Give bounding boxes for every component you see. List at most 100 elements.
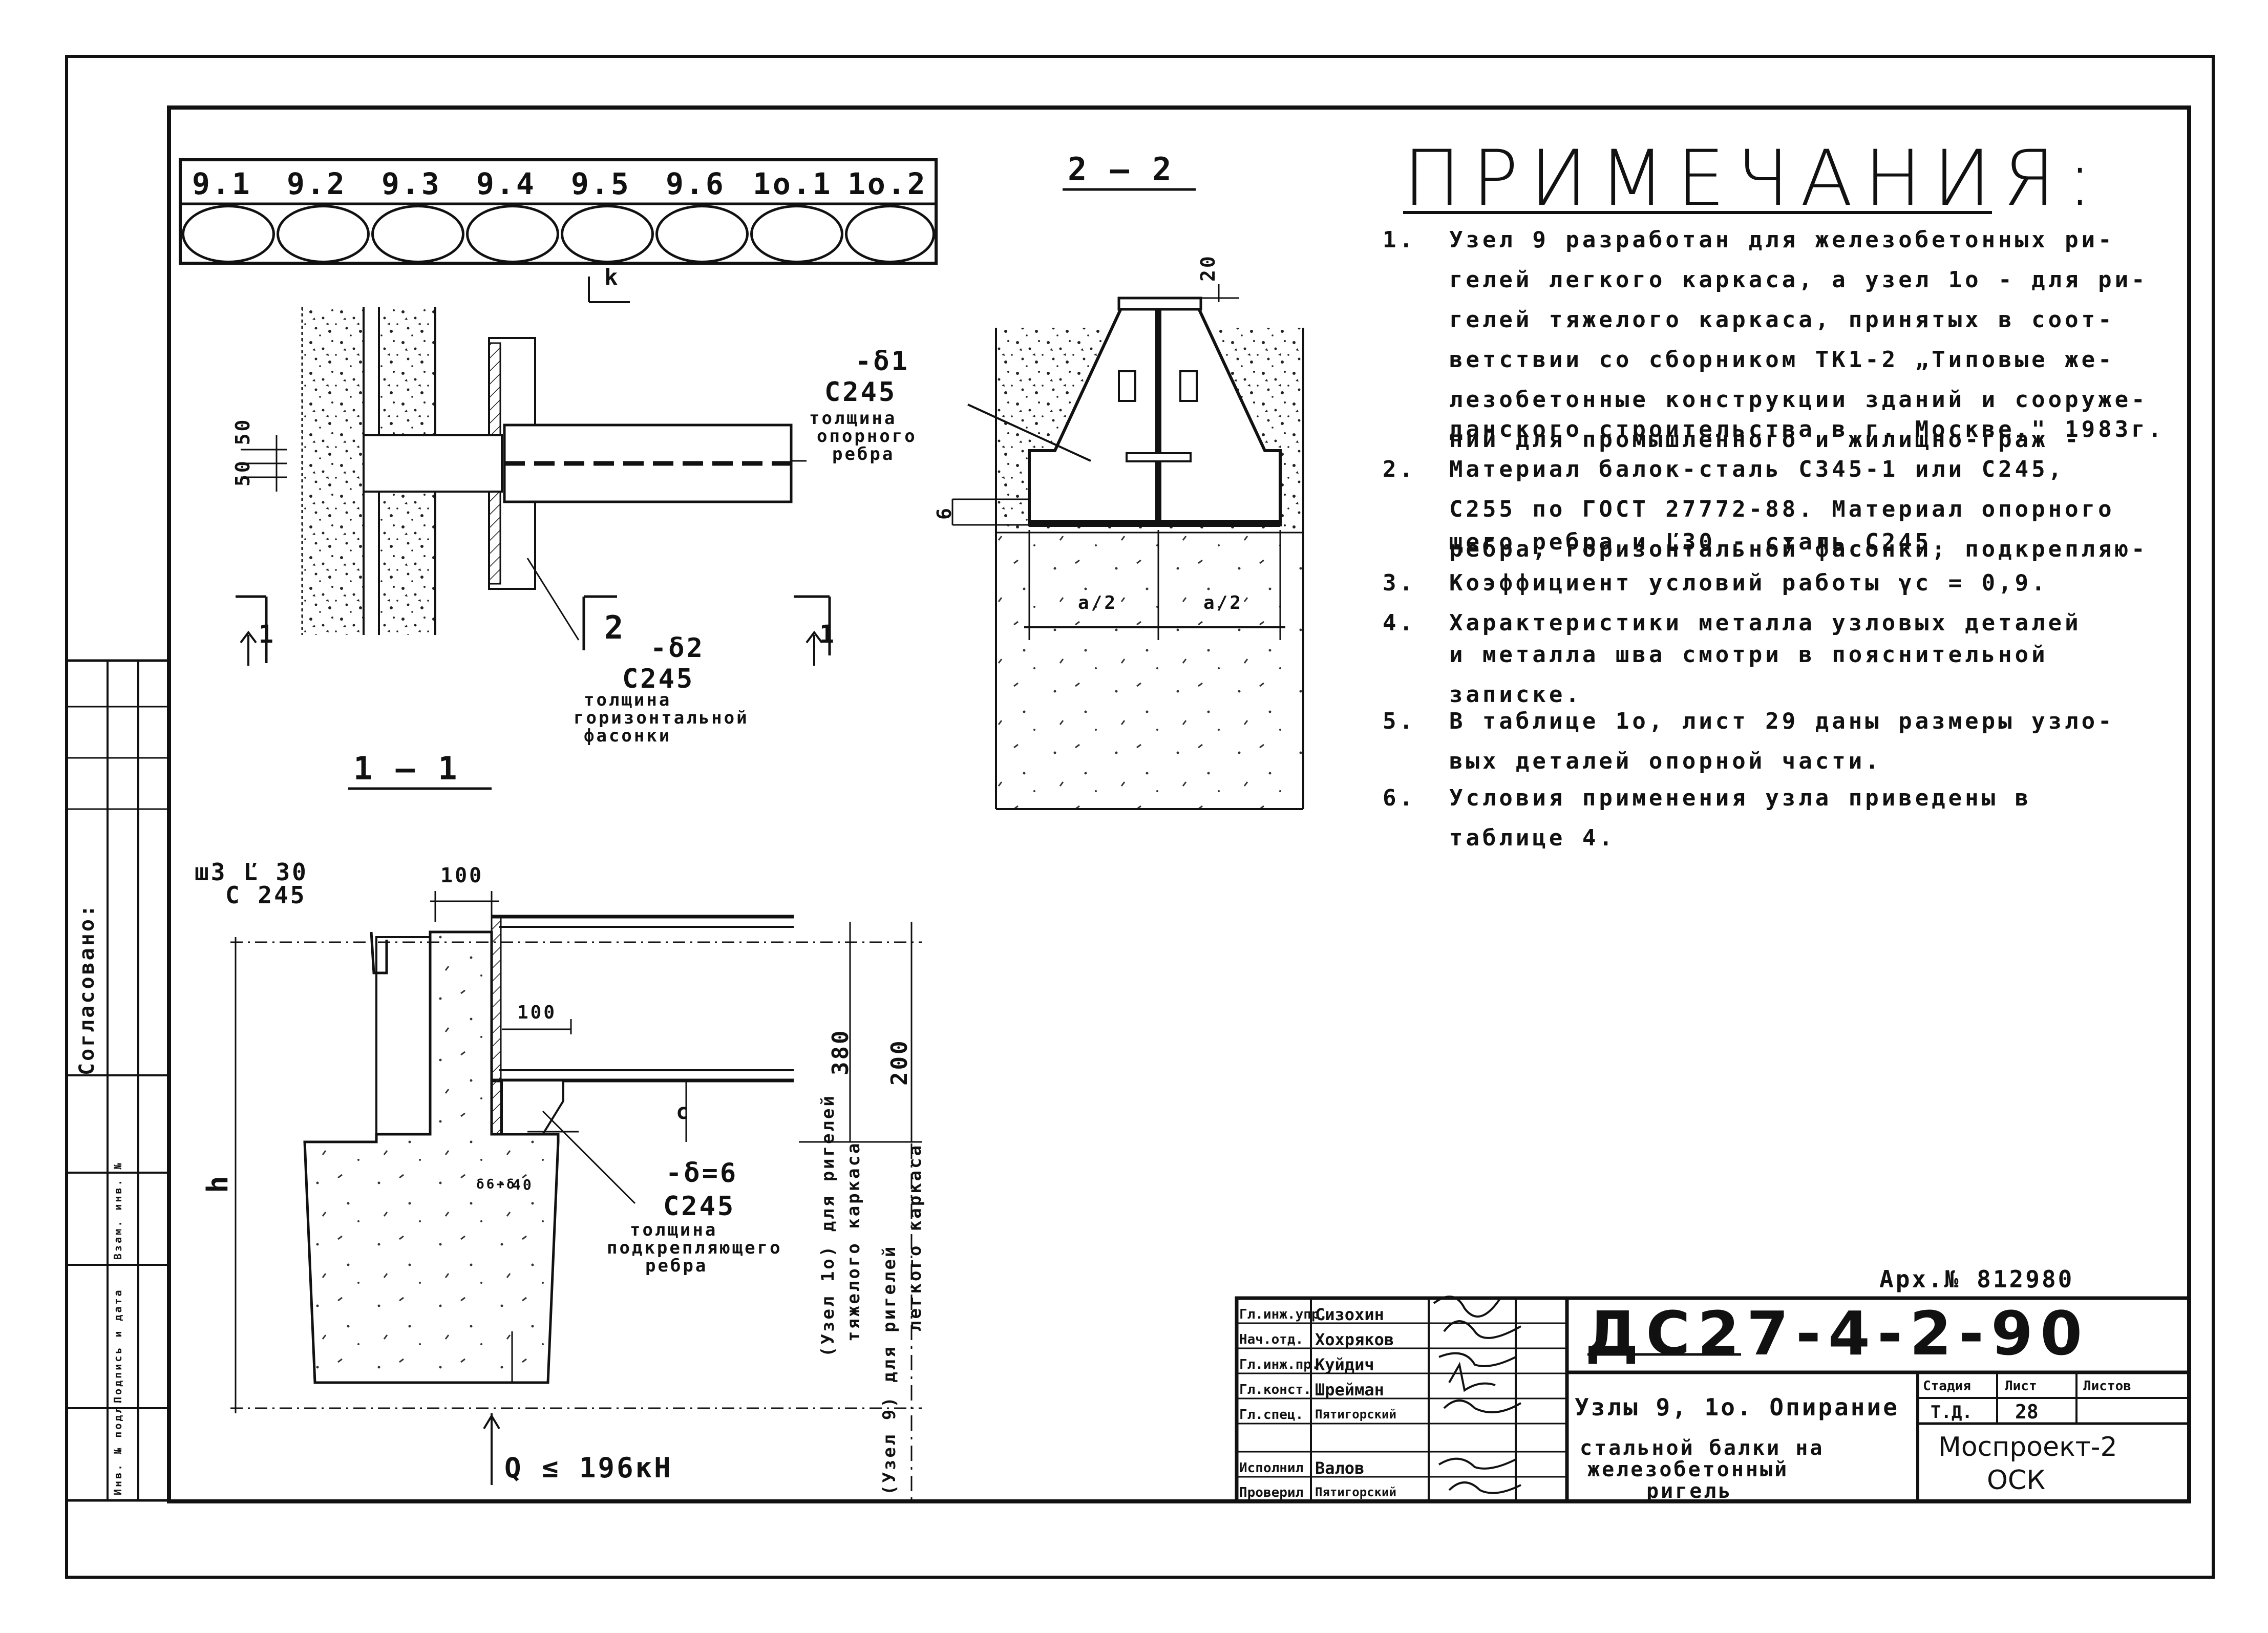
side-stamp-cell-3: Взам. инв. № (112, 1161, 124, 1260)
archive-number: Арх.№ 812980 (1879, 1265, 2074, 1293)
plate-d6-steel: C245 (663, 1191, 736, 1222)
notes-title: ПРИМЕЧАНИЯ: (1403, 134, 2104, 223)
organization-1: Моспроект-2 (1938, 1432, 2117, 1462)
weld-steel: C 245 (225, 881, 307, 909)
title-block (1235, 1296, 2191, 1503)
name-1: Сизохин (1315, 1305, 1384, 1324)
load-label: Q ≤ 196кН (504, 1452, 673, 1484)
index-tab-grid (179, 158, 938, 265)
dim-50-50: 50 50 (231, 417, 254, 486)
plate-d1-desc-3: ребра (832, 444, 895, 464)
index-tab-8: 1o.2 (847, 166, 927, 201)
vertical-note-1a: (Узел 1о) для ригелей (818, 1094, 838, 1357)
sheet-value: 28 (2015, 1401, 2039, 1423)
index-circle (750, 205, 843, 263)
role-7: Исполнил (1239, 1460, 1304, 1476)
section-2-2-title: 2 — 2 (1068, 151, 1174, 188)
cut-mark-1-right: 1 (819, 620, 836, 649)
index-tab-6: 9.6 (666, 166, 726, 201)
dim-small: δ6+δ (476, 1177, 517, 1192)
index-tab-3: 9.3 (381, 166, 441, 201)
index-circle (561, 205, 654, 263)
note-6: 6. Условия применения узла приведены в т… (1383, 785, 2032, 851)
side-stamp (65, 659, 171, 1502)
plate-d2-desc-3: фасонки (584, 726, 672, 746)
plate-d1-desc-2: опорного (817, 426, 917, 447)
plate-d6-desc-1: толщина (630, 1220, 718, 1240)
name-8: Пятигорский (1315, 1485, 1396, 1499)
dim-200: 200 (886, 1038, 913, 1086)
index-circle (466, 205, 559, 263)
name-7: Валов (1315, 1458, 1365, 1478)
note-1: 1. Узел 9 разработан для железобетонных … (1383, 227, 2148, 453)
role-1: Гл.инж.упр. (1239, 1307, 1328, 1322)
dim-40: 40 (512, 1176, 534, 1193)
plate-d2-desc-1: толщина (584, 690, 672, 710)
vertical-note-1b: тяжелого каркаса (843, 1141, 864, 1342)
plate-d2-label: -δ2 (650, 633, 705, 664)
index-circle (182, 205, 275, 263)
weld-label: ш3 Ľ 30 (195, 858, 308, 886)
plate-d2-steel: C245 (622, 664, 695, 694)
section-1-1-title: 1 — 1 (353, 750, 459, 787)
dim-h: h (201, 1174, 235, 1193)
side-stamp-agreed: Согласовано: (75, 903, 99, 1075)
name-3: Куйдич (1315, 1355, 1374, 1374)
cut-mark-2-top: k (604, 264, 620, 290)
title-line-4: ригель (1646, 1479, 1733, 1503)
note-3-4: 3. Коэффициент условий работы γc = 0,9. … (1383, 570, 2082, 636)
name-4: Шрейман (1315, 1380, 1384, 1399)
dim-a2-left: a/2 (1078, 592, 1118, 613)
sheet-header: Лист (2005, 1378, 2037, 1394)
role-8: Проверил (1239, 1485, 1304, 1500)
index-tab-1: 9.1 (192, 166, 252, 201)
dim-c: c (676, 1099, 691, 1124)
index-tab-2: 9.2 (287, 166, 347, 201)
role-2: Нач.отд. (1239, 1332, 1304, 1347)
dim-a2-right: a/2 (1203, 592, 1243, 613)
index-circle (655, 205, 749, 263)
index-circle (277, 205, 370, 263)
name-2: Хохряков (1315, 1330, 1394, 1349)
side-stamp-cell-2: Подпись и дата (112, 1288, 124, 1403)
role-3: Гл.инж.пр. (1239, 1357, 1320, 1372)
title-line-1: Узлы 9, 1о. Опирание (1575, 1393, 1899, 1421)
title-line-2: стальной балки на (1580, 1436, 1825, 1460)
section-2-2 (951, 188, 1304, 810)
plate-d1-label: -δ1 (855, 346, 909, 377)
section-1-1 (230, 787, 922, 1500)
document-code: ДС27-4-2-90 (1585, 1298, 2090, 1369)
index-circle (371, 205, 464, 263)
note-2: данского строительства в г. Москве," 198… (1383, 416, 2165, 562)
plate-d6-desc-3: ребра (645, 1256, 708, 1276)
cut-mark-2: 2 (604, 609, 626, 646)
plate-d6-label: -δ=6 (666, 1158, 738, 1189)
note-2-cont: щего ребра и Ľ30 - сталь С245. (1383, 529, 1948, 555)
index-circle (845, 205, 935, 263)
stage-value: Т.Д. (1931, 1402, 1973, 1423)
note-4-cont: и металла шва смотри в пояснительной зап… (1449, 642, 2048, 708)
title-line-3: железобетонный (1587, 1458, 1789, 1481)
plate-d6-desc-2: подкрепляющего (607, 1238, 782, 1258)
index-tab-4: 9.4 (476, 166, 536, 201)
index-tab-5: 9.5 (571, 166, 631, 201)
side-stamp-cell-1: Инв. № подл. (112, 1396, 124, 1496)
cut-mark-1-left: 1 (259, 620, 275, 649)
plate-d1-desc-1: толщина (809, 408, 897, 429)
dim-20: 20 (1197, 254, 1219, 282)
dim-100-mid: 100 (517, 1002, 557, 1023)
dim-6: 6 (933, 506, 956, 520)
vertical-note-2b: легкого каркаса (905, 1143, 925, 1331)
index-tab-7: 1o.1 (753, 166, 833, 201)
vertical-note-2a: (Узел 9) для ригелей (879, 1244, 900, 1495)
plate-d1-steel: C245 (824, 377, 897, 408)
organization-2: ОСК (1987, 1465, 2046, 1496)
notes-title-underline (1403, 211, 1992, 214)
plate-d2-desc-2: горизонтальной (574, 708, 749, 728)
sheets-header: Листов (2083, 1378, 2131, 1394)
plan-view (236, 277, 831, 666)
dim-380: 380 (828, 1028, 854, 1075)
role-5: Гл.спец. (1239, 1407, 1304, 1423)
stage-header: Стадия (1923, 1378, 1971, 1394)
